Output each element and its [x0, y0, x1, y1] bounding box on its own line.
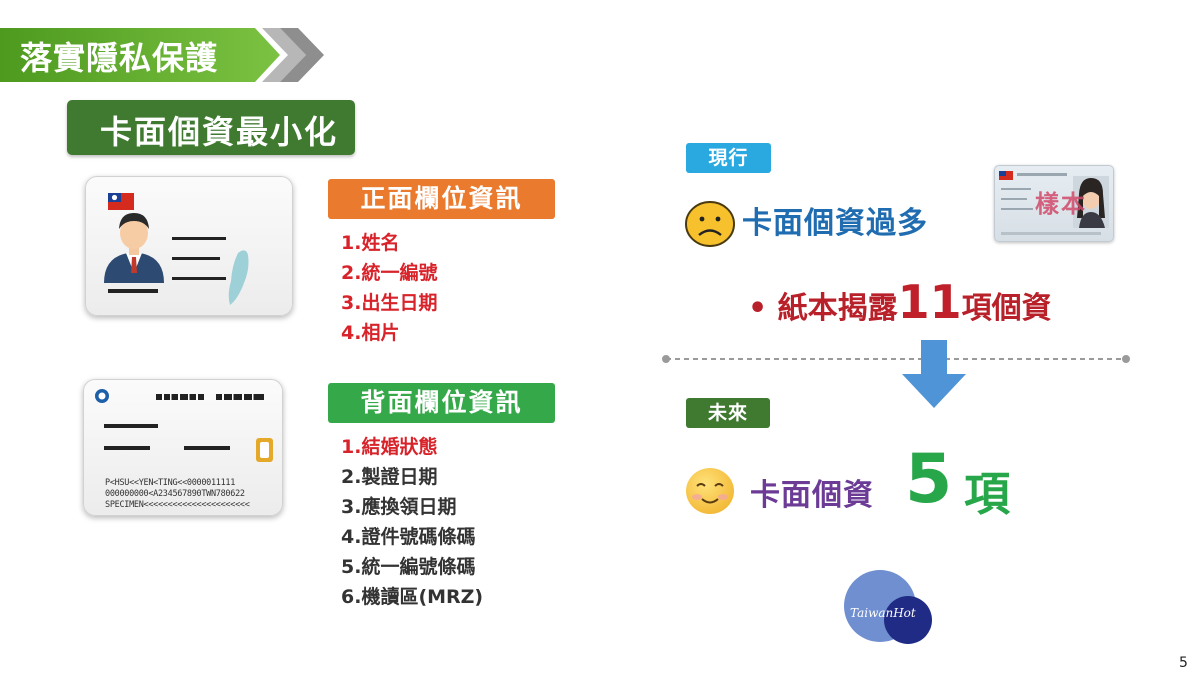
page-number: 5 [1179, 655, 1188, 671]
avatar-icon [104, 213, 164, 283]
front-fields-header: 正面欄位資訊 [328, 179, 555, 219]
list-item: 4.相片 [341, 322, 400, 344]
bullet-number: 11 [897, 275, 962, 329]
list-item: 5.統一編號條碼 [341, 556, 476, 578]
logo-text: TaiwanHot [850, 606, 916, 620]
list-item: 6.機讀區(MRZ) [341, 586, 484, 608]
future-number: 5 [905, 440, 953, 519]
taiwan-map-icon [228, 250, 249, 305]
bullet-disclosure: • 紙本揭露11項個資 [748, 275, 1052, 329]
bullet-suffix: 項個資 [961, 291, 1052, 326]
subtitle-box [67, 100, 355, 155]
id-card-sample-art [999, 171, 1109, 235]
id-card-front-art [104, 193, 249, 305]
mrz-line: SPECIMEN<<<<<<<<<<<<<<<<<<<<<< [105, 500, 250, 510]
bullet-prefix: 紙本揭露 [777, 291, 898, 326]
back-fields-header: 背面欄位資訊 [328, 383, 555, 423]
down-arrow-icon [902, 340, 966, 408]
taiwan-flag-icon [108, 193, 134, 210]
page-title: 落實隱私保護 [20, 39, 219, 77]
sample-stamp: 樣本 [1035, 190, 1087, 218]
mrz-line: 000000000<A234567890TWN780622 [105, 489, 245, 499]
chip-icon [256, 438, 273, 462]
back-fields-list: 1.結婚狀態 2.製證日期 3.應換領日期 4.證件號碼條碼 5.統一編號條碼 … [341, 432, 483, 612]
id-card-back [83, 379, 283, 516]
mrz-line: P<HSU<<YEN<TING<<0000011111 [105, 478, 236, 488]
list-item: 4.證件號碼條碼 [341, 526, 476, 548]
future-unit: 項 [964, 467, 1010, 521]
id-card-sample-photo: 樣本 [994, 165, 1114, 242]
barcode-icon [156, 394, 264, 400]
chevron-right-icon [262, 28, 306, 82]
list-item: 2.製證日期 [341, 466, 438, 488]
front-fields-list: 1.姓名 2.統一編號 3.出生日期 4.相片 [341, 228, 437, 348]
bullet-dot: • [748, 291, 768, 326]
title-banner [0, 28, 280, 82]
list-item: 1.結婚狀態 [341, 436, 438, 458]
list-item: 2.統一編號 [341, 262, 438, 284]
list-item: 3.應換領日期 [341, 496, 457, 518]
sad-face-icon [685, 201, 735, 247]
taiwanhot-logo: TaiwanHot [844, 570, 932, 644]
id-card-back-art [95, 389, 273, 462]
smiley-face-icon [686, 468, 734, 514]
list-item: 1.姓名 [341, 232, 400, 254]
divider-with-arrow [662, 340, 1130, 408]
list-item: 3.出生日期 [341, 292, 438, 314]
id-card-front [85, 176, 293, 316]
future-tag: 未來 [686, 398, 770, 428]
emblem-icon [95, 389, 109, 403]
subtitle: 卡面個資最小化 [100, 113, 339, 151]
chevron-right-icon [280, 28, 324, 82]
future-statement: 卡面個資 [750, 478, 874, 513]
current-statement: 卡面個資過多 [742, 206, 928, 241]
current-tag: 現行 [686, 143, 771, 173]
